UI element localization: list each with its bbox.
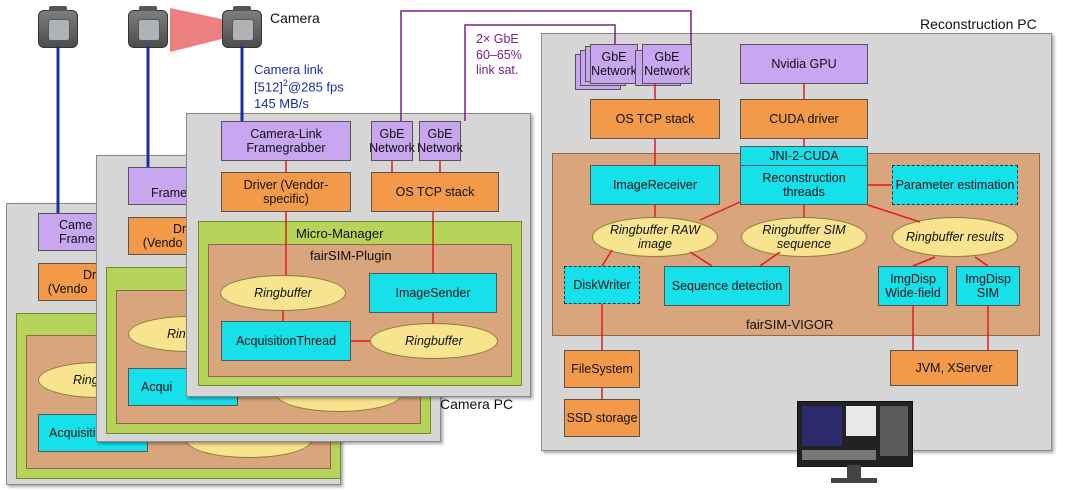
camera-pc-tcp-box: OS TCP stack [371,172,499,212]
parameter-estimation-box: Parameter estimation [892,165,1018,205]
driver-box: Driver (Vendor-specific) [221,172,351,212]
camera-link-res: [512] [254,79,283,95]
camera-link-note: Camera link [512]2@285 fps 145 MB/s [254,62,344,112]
filesystem-box: FileSystem [564,350,640,388]
monitor-neck [847,465,861,479]
reconstruction-threads-box: Reconstruction threads [740,165,868,205]
nvidia-gpu-box: Nvidia GPU [740,44,868,84]
recon-gbe-2: GbE Network [642,44,692,84]
camera-link-bandwidth: 145 MB/s [254,95,309,111]
back2-driver-text: Dr(Vendo [48,267,97,297]
recon-gbe-1: GbE Network [590,44,638,84]
acquisition-thread-box: AcquisitionThread [221,321,351,361]
camera-pc-title: Camera PC [440,396,514,412]
recon-pc-title: Reconstruction PC [920,16,1037,32]
monitor-icon [797,401,913,487]
ringbuffer-results: Ringbuffer results [892,217,1018,257]
camera-icon-1 [38,6,78,48]
camera-icon-2 [128,6,168,48]
monitor-screen-right [880,406,908,456]
gbe-note-count: 2× GbE [476,32,519,46]
imgdisp-widefield-box: ImgDisp Wide-field [878,266,948,306]
back2-came-label: Came [59,217,93,232]
jvm-xserver-box: JVM, XServer [890,350,1018,386]
back1-vendor-label: (Vendo [142,236,183,250]
back2-dr-label: Dr [83,267,97,282]
back1-acq-label: Acqui [141,379,173,394]
back1-frame-label: Frame [151,185,188,200]
monitor-screen-left [802,406,842,446]
ringbuffer-sim: Ringbuffer SIM sequence [741,217,867,257]
image-receiver-box: ImageReceiver [590,165,720,205]
camera-pc-gbe-1: GbE Network [369,121,415,161]
gbe-note: 2× GbE 60–65% link sat. [476,32,522,79]
gbe-note-percent: 60–65% [476,47,522,62]
camera-label: Camera [270,10,320,26]
back1-framegrabber-text: Frame [151,172,187,200]
camera-link-fps: @285 fps [287,79,344,95]
back1-driver-text: Dr(Vendo [143,221,187,251]
image-sender-box: ImageSender [369,273,497,313]
monitor-screen-bar [802,450,876,460]
cuda-driver-box: CUDA driver [740,99,868,139]
fairsim-vigor-label: fairSIM-VIGOR [746,317,834,332]
camera-link-title: Camera link [254,62,324,77]
back1-came-label [151,172,187,186]
ssd-storage-box: SSD storage [564,399,640,437]
back2-frame-label: Frame [59,232,96,246]
monitor-screen-mid [846,406,876,436]
monitor-base [831,478,877,483]
fairsim-plugin-label: fairSIM-Plugin [310,248,392,263]
back2-ring-label: Ring [73,372,99,387]
monitor-screen [797,401,913,467]
sequence-detection-box: Sequence detection [664,266,790,306]
camera-icon-3 [222,6,262,48]
camera-ringbuffer-1: Ringbuffer [220,275,346,311]
back2-acq-label: Acquisiti [49,425,96,440]
camera-link-sup: 2 [282,78,288,89]
back2-vendor-label: (Vendo [47,282,88,296]
recon-tcp-box: OS TCP stack [590,99,720,139]
camera-pc-gbe-2: GbE Network [417,121,463,161]
gbe-note-sat: link sat. [476,63,519,78]
ringbuffer-raw: Ringbuffer RAW image [592,217,718,257]
camera-link-rate: [512]2@285 fps [254,78,344,96]
micro-manager-label: Micro-Manager [296,226,384,241]
framegrabber-box: Camera-Link Framegrabber [221,121,351,161]
camera-beam-icon [170,8,226,52]
disk-writer-box: DiskWriter [564,266,640,304]
back1-dr-label: Dr [173,221,187,236]
jni-2-cuda-box: JNI-2-CUDA [740,146,868,166]
imgdisp-sim-box: ImgDisp SIM [956,266,1020,306]
camera-ringbuffer-2: Ringbuffer [370,323,498,359]
